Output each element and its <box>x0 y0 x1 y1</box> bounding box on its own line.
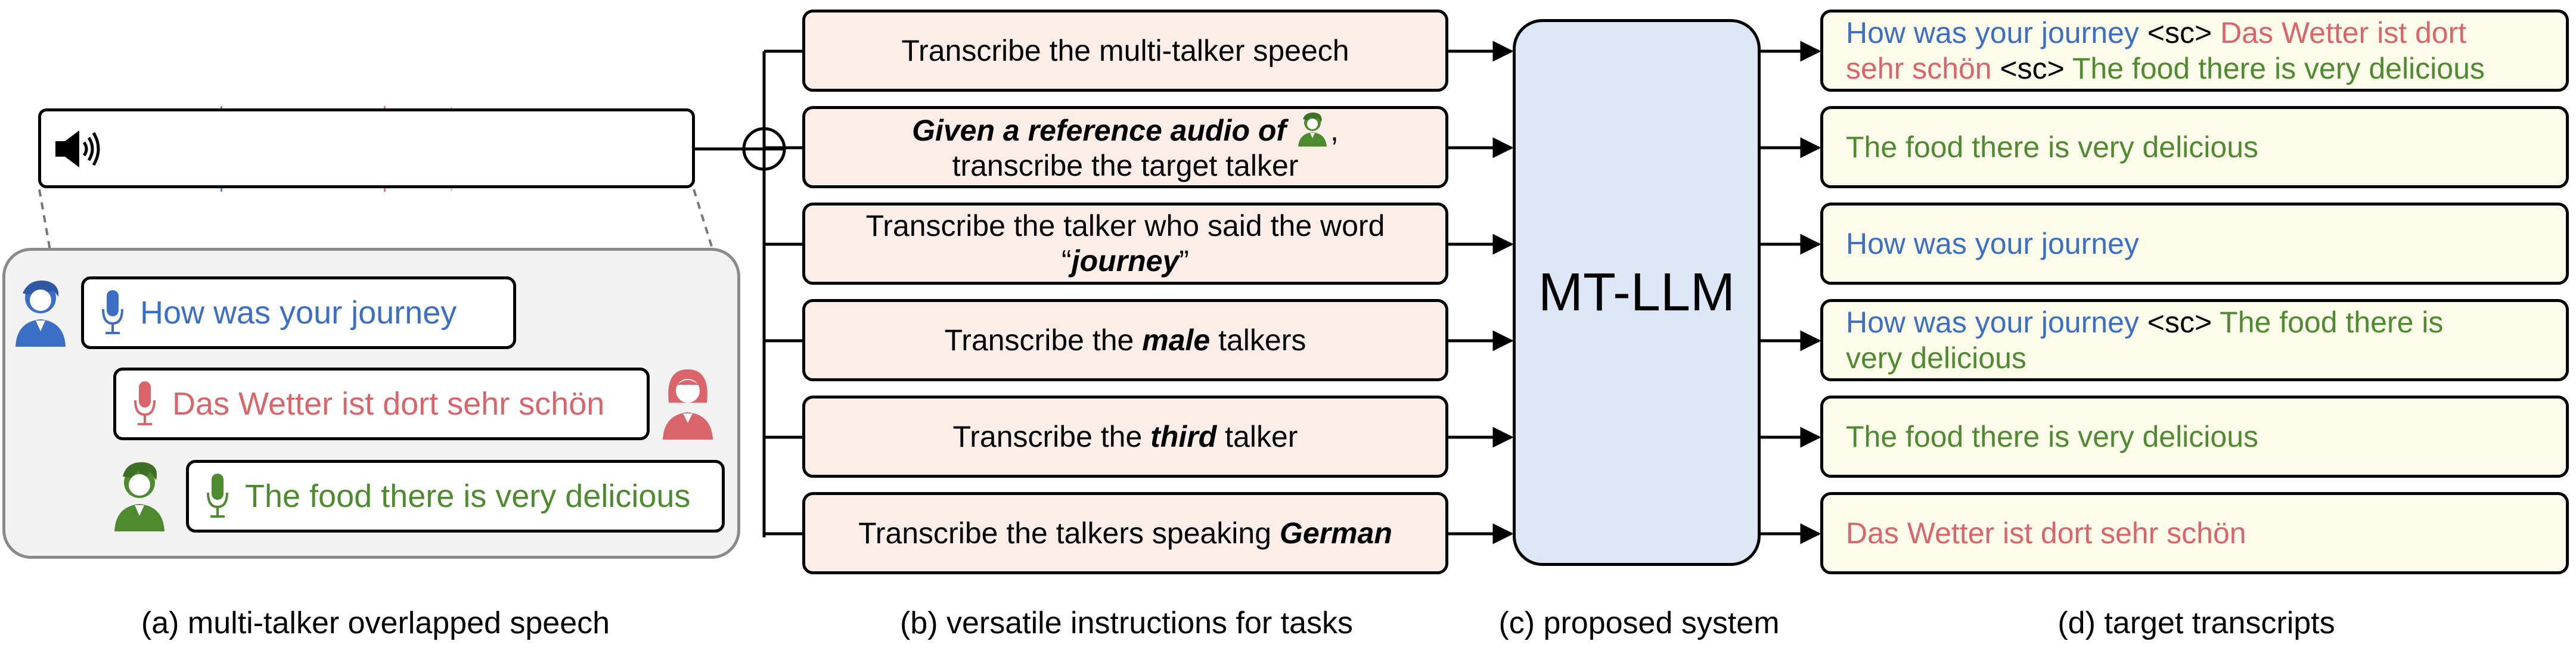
microphone-icon <box>102 290 123 334</box>
output-text: very delicious <box>1846 341 2026 375</box>
output-box-3: How was your journey <box>1820 203 2569 285</box>
output-text: Das Wetter ist dort sehr schön <box>1846 516 2246 550</box>
instruction-box-5: Transcribe the third talker <box>802 396 1448 478</box>
output-text: sehr schön <box>1846 52 1992 85</box>
instruction-line: Transcribe the talker who said the word <box>866 208 1385 244</box>
utterance-bubble-3: The food there is very delicious <box>186 460 725 533</box>
output-text: <sc> <box>2139 16 2221 49</box>
instruction-text <box>1286 114 1295 147</box>
system-output-arrows <box>1761 41 1821 544</box>
utterance-text: The food there is very delicious <box>245 478 691 514</box>
output-box-6: Das Wetter ist dort sehr schön <box>1820 492 2569 574</box>
instruction-box-4: Transcribe the male talkers <box>802 299 1448 381</box>
instruction-text: third <box>1150 419 1217 453</box>
system-label: MT-LLM <box>1538 262 1736 322</box>
utterance-bubble-2: Das Wetter ist dort sehr schön <box>113 368 650 440</box>
caption-b: (b) versatile instructions for tasks <box>899 606 1354 640</box>
instruction-text: German <box>1279 516 1392 550</box>
zoom-line-right <box>693 189 714 251</box>
green-talker-icon <box>1298 112 1327 147</box>
instruction-box-6: Transcribe the talkers speaking German <box>802 492 1448 574</box>
caption-d: (d) target transcripts <box>2057 606 2335 640</box>
caption-c: (c) proposed system <box>1498 606 1780 640</box>
instruction-box-3: Transcribe the talker who said the word“… <box>802 203 1448 285</box>
instruction-line: Transcribe the talkers speaking German <box>858 516 1392 551</box>
output-line: How was your journey <box>1846 226 2566 262</box>
system-input-arrows <box>1448 41 1514 544</box>
instruction-text: ” <box>1179 244 1189 278</box>
instruction-text: talkers <box>1210 323 1306 357</box>
instruction-line: Transcribe the third talker <box>953 419 1298 455</box>
instruction-text: “ <box>1062 244 1072 278</box>
female-talker-icon <box>663 369 713 440</box>
microphone-icon <box>134 381 156 425</box>
instruction-text: Transcribe the <box>944 323 1143 357</box>
output-text: How was your journey <box>1846 306 2139 339</box>
output-box-2: The food there is very delicious <box>1820 106 2569 188</box>
instruction-text: Transcribe the talkers speaking <box>858 516 1280 550</box>
utterance-text: How was your journey <box>140 295 457 331</box>
output-text: <sc> <box>2139 306 2220 339</box>
output-line: How was your journey <sc> Das Wetter ist… <box>1846 15 2566 51</box>
output-text: The food there is <box>2220 306 2444 339</box>
output-box-4: How was your journey <sc> The food there… <box>1820 299 2569 381</box>
instruction-line: “journey” <box>1062 244 1189 279</box>
output-text: <sc> <box>1991 52 2072 85</box>
output-text: The food there is very delicious <box>1846 420 2259 453</box>
output-text: Das Wetter ist dort <box>2220 16 2467 49</box>
output-text: How was your journey <box>1846 227 2139 260</box>
speaker-volume-icon <box>55 130 100 167</box>
output-text: How was your journey <box>1846 16 2139 49</box>
zoom-line-left <box>38 189 51 251</box>
instruction-line: Transcribe the multi-talker speech <box>901 33 1349 69</box>
caption-a: (a) multi-talker overlapped speech <box>141 606 610 640</box>
mt-llm-system-box: MT-LLM <box>1513 19 1761 566</box>
male-talker-icon <box>114 462 165 531</box>
instruction-line: transcribe the target talker <box>952 148 1299 183</box>
output-box-1: How was your journey <sc> Das Wetter ist… <box>1820 10 2569 92</box>
output-text: The food there is very delicious <box>2072 52 2485 85</box>
instruction-text: , <box>1330 114 1339 147</box>
male-talker-icon <box>15 280 66 347</box>
utterance-bubble-1: How was your journey <box>81 276 516 349</box>
output-line: sehr schön <sc> The food there is very d… <box>1846 51 2566 86</box>
mixed-waveform-box <box>38 108 695 188</box>
instruction-line: Given a reference audio of , <box>912 111 1339 148</box>
output-text: The food there is very delicious <box>1846 130 2259 164</box>
output-line: very delicious <box>1846 340 2566 376</box>
instruction-text: journey <box>1071 244 1180 278</box>
instruction-text: Transcribe the <box>952 419 1151 453</box>
utterance-text: Das Wetter ist dort sehr schön <box>172 386 605 422</box>
instruction-line: Transcribe the male talkers <box>945 323 1306 358</box>
instruction-box-2: Given a reference audio of ,transcribe t… <box>802 106 1448 188</box>
instruction-text: Transcribe the multi-talker speech <box>901 33 1349 67</box>
bus-branches <box>764 49 802 536</box>
output-line: The food there is very delicious <box>1846 129 2566 165</box>
microphone-icon <box>207 474 228 518</box>
output-line: Das Wetter ist dort sehr schön <box>1846 515 2566 551</box>
output-line: How was your journey <sc> The food there… <box>1846 304 2566 340</box>
instruction-text: Transcribe the talker who said the word <box>865 209 1385 242</box>
instruction-text: male <box>1142 323 1211 357</box>
output-box-5: The food there is very delicious <box>1820 396 2569 478</box>
output-line: The food there is very delicious <box>1846 419 2566 455</box>
instruction-text: transcribe the target talker <box>952 149 1299 182</box>
instruction-box-1: Transcribe the multi-talker speech <box>802 10 1448 92</box>
instruction-text: talker <box>1216 419 1298 453</box>
instruction-text: Given a reference audio of <box>912 114 1287 147</box>
